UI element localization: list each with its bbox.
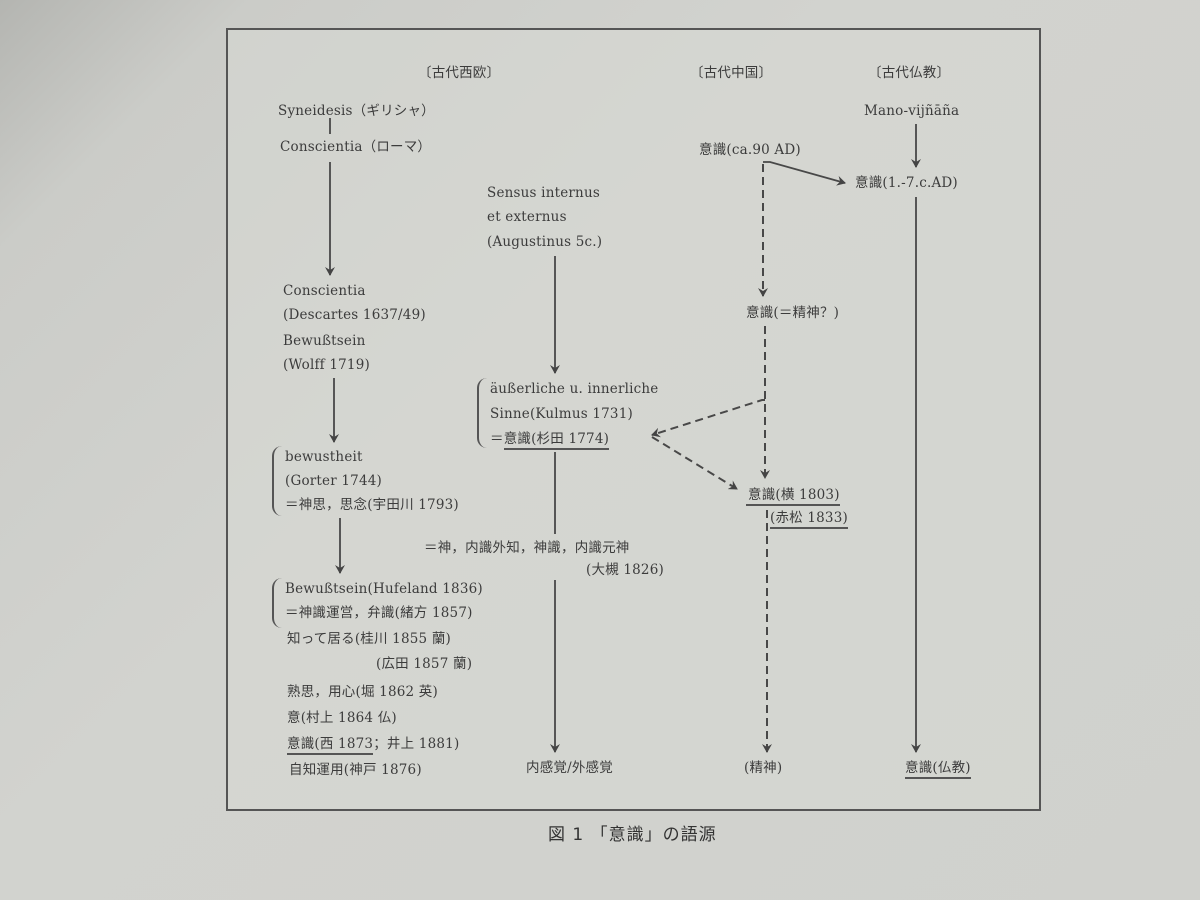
node-nishi: 意識(西 1873；井上 1881) bbox=[287, 733, 459, 755]
node-kulmus-2: Sinne(Kulmus 1731) bbox=[490, 406, 633, 422]
node-akamatsu: (赤松 1833) bbox=[770, 507, 848, 529]
node-inner-outer-sense: 内感覚/外感覚 bbox=[526, 760, 613, 776]
node-sugita-underlined: 意識(杉田 1774) bbox=[503, 431, 610, 450]
node-yoko-underlined: 意識(横 1803) bbox=[746, 487, 840, 506]
node-akamatsu-underlined: (赤松 1833) bbox=[770, 510, 848, 529]
background-text-right bbox=[1045, 20, 1200, 820]
header-ancient-china: 〔古代中国〕 bbox=[690, 65, 773, 81]
node-kobe: 自知運用(神戸 1876) bbox=[289, 762, 422, 778]
node-udagawa: ＝神思，思念(宇田川 1793) bbox=[285, 497, 459, 513]
node-ishiki-buddhism-underlined: 意識(仏教) bbox=[905, 760, 971, 779]
node-otsuki-1: ＝神，内識外知，神識，内識元神 bbox=[424, 540, 630, 556]
node-ogata: ＝神識運営，弁識(緒方 1857) bbox=[285, 605, 473, 621]
node-wolff: (Wolff 1719) bbox=[283, 357, 370, 373]
node-inoue: ；井上 1881) bbox=[373, 736, 460, 752]
diagram-frame bbox=[226, 28, 1041, 811]
node-nishi-underlined: 意識(西 1873 bbox=[287, 736, 374, 755]
header-ancient-west: 〔古代西欧〕 bbox=[418, 65, 501, 81]
node-sensus-1: Sensus internus bbox=[487, 185, 600, 201]
background-text-left bbox=[60, 60, 220, 860]
node-kulmus-1: äußerliche u. innerliche bbox=[490, 381, 659, 397]
node-katsuragawa: 知って居る(桂川 1855 蘭) bbox=[287, 631, 451, 647]
node-murakami: 意(村上 1864 仏) bbox=[287, 710, 397, 726]
node-bewustheit: bewustheit bbox=[285, 449, 363, 465]
node-sensus-2: et externus bbox=[487, 209, 567, 225]
header-ancient-buddhism: 〔古代仏教〕 bbox=[868, 65, 951, 81]
node-sugita-eq: ＝ bbox=[490, 431, 504, 447]
node-ishiki-1-7c: 意識(1.-7.c.AD) bbox=[855, 175, 958, 191]
node-sugita: ＝意識(杉田 1774) bbox=[490, 428, 610, 450]
node-hufeland: Bewußtsein(Hufeland 1836) bbox=[285, 581, 483, 597]
node-seishin-result: (精神) bbox=[744, 760, 783, 776]
brace-hufeland bbox=[272, 578, 282, 628]
node-otsuki-2: (大槻 1826) bbox=[586, 562, 664, 578]
node-conscientia: Conscientia bbox=[283, 283, 366, 299]
figure-caption: 図 1 「意識」の語源 bbox=[548, 825, 717, 845]
node-hori: 熟思，用心(堀 1862 英) bbox=[287, 684, 438, 700]
node-augustinus: (Augustinus 5c.) bbox=[487, 234, 603, 250]
node-mano-vijnana: Mano-vijñāña bbox=[864, 103, 960, 119]
node-bewusstsein: Bewußtsein bbox=[283, 333, 366, 349]
node-conscientia-rome: Conscientia（ローマ） bbox=[280, 139, 432, 155]
node-syneidesis: Syneidesis（ギリシャ） bbox=[278, 103, 435, 119]
node-descartes: (Descartes 1637/49) bbox=[283, 307, 426, 323]
brace-gorter bbox=[272, 446, 282, 516]
node-gorter: (Gorter 1744) bbox=[285, 473, 383, 489]
node-yoko: 意識(横 1803) bbox=[746, 484, 840, 506]
node-ishiki-90ad: 意識(ca.90 AD) bbox=[699, 142, 801, 158]
node-ishiki-seishin: 意識(＝精神？) bbox=[746, 305, 840, 321]
node-hirota: (広田 1857 蘭) bbox=[376, 656, 473, 672]
brace-kulmus bbox=[477, 378, 487, 448]
node-ishiki-buddhism: 意識(仏教) bbox=[905, 757, 971, 779]
